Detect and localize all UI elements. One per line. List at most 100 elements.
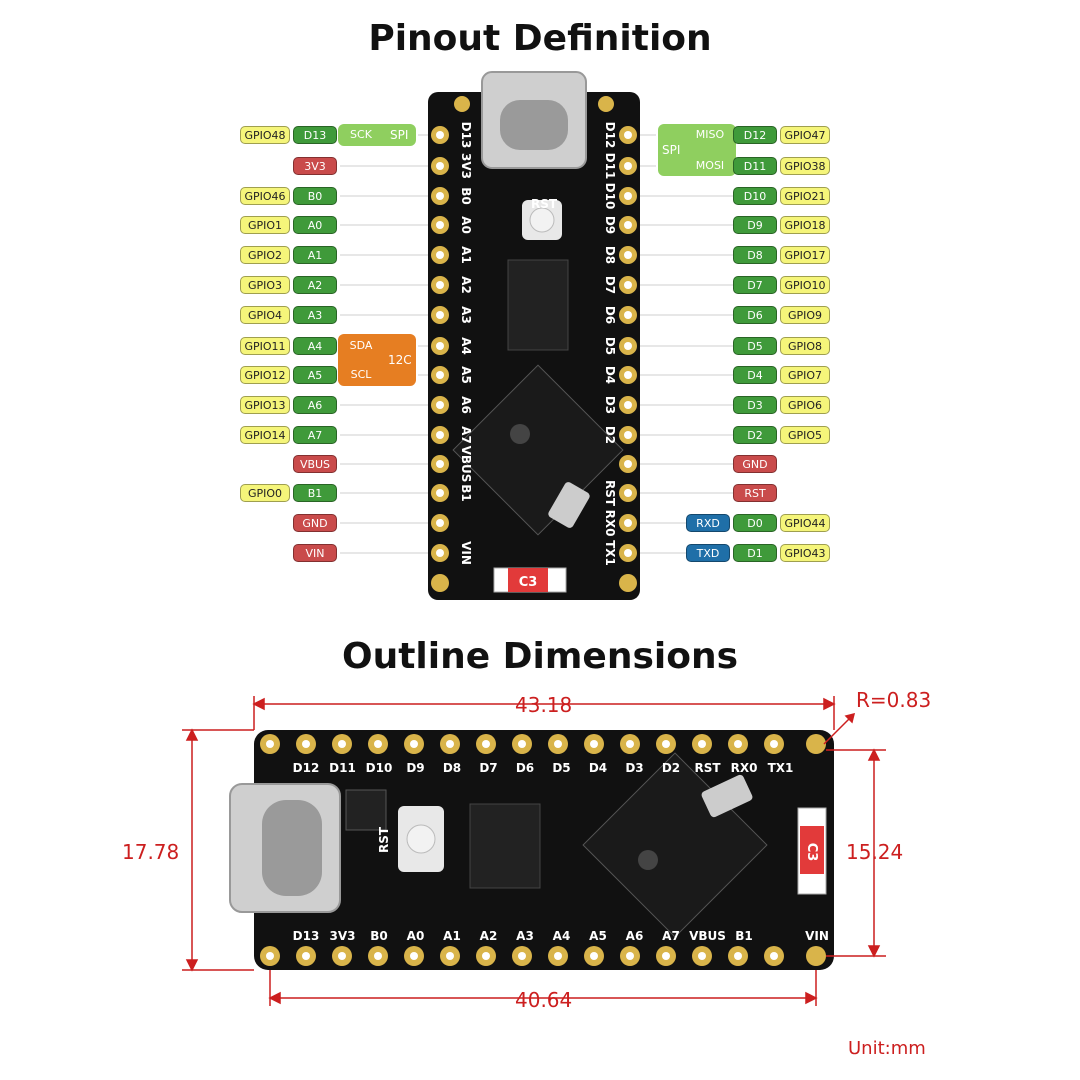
- left-pin-10: A6: [293, 396, 337, 414]
- silk-right-13: RST: [603, 480, 617, 507]
- dimension-top: 43.18: [515, 693, 573, 717]
- left-pin-15: VIN: [293, 544, 337, 562]
- silk-top-5: D8: [443, 761, 461, 775]
- silk-top-14: TX1: [768, 761, 794, 775]
- left-gpio-13: GPIO0: [240, 484, 290, 502]
- silk-top-13: RX0: [731, 761, 758, 775]
- silk-left-12: VBUS: [459, 446, 473, 483]
- right-gpio-4: GPIO18: [780, 216, 830, 234]
- silk-bottom-5: A1: [443, 929, 461, 943]
- silk-bottom-9: A5: [589, 929, 607, 943]
- left-pin-11: A7: [293, 426, 337, 444]
- right-gpio-7: GPIO9: [780, 306, 830, 324]
- silk-bottom-3: B0: [370, 929, 388, 943]
- dimension-lines: [182, 696, 886, 1006]
- right-gpio-10: GPIO6: [780, 396, 830, 414]
- unit-label: Unit:mm: [848, 1038, 926, 1059]
- silk-left-9: A5: [459, 366, 473, 384]
- right-gpio-3: GPIO21: [780, 187, 830, 205]
- right-pin-13: RST: [733, 484, 777, 502]
- rst-silk-vertical: RST: [531, 197, 558, 211]
- silk-top-8: D5: [552, 761, 570, 775]
- right-gpio-1: GPIO47: [780, 126, 830, 144]
- right-pin-6: D7: [733, 276, 777, 294]
- right-fn-1: MISO: [688, 126, 732, 144]
- rst-silk-horizontal: RST: [377, 826, 391, 853]
- dimension-left: 17.78: [122, 840, 180, 864]
- c3-label-horizontal: C3: [804, 843, 819, 862]
- silk-bottom-4: A0: [407, 929, 425, 943]
- dimension-radius: R=0.83: [856, 688, 932, 712]
- right-pin-10: D3: [733, 396, 777, 414]
- silk-top-3: D10: [366, 761, 393, 775]
- board-vertical: C3 RST D133V3B0A0A1A2A3A4A5A6A7VBUSB1VIN…: [428, 71, 640, 600]
- silk-left-10: A6: [459, 396, 473, 414]
- right-gpio-15: GPIO43: [780, 544, 830, 562]
- silk-right-3: D10: [603, 183, 617, 210]
- silk-bottom-13: B1: [735, 929, 753, 943]
- right-gpio-5: GPIO17: [780, 246, 830, 264]
- silk-left-7: A3: [459, 306, 473, 324]
- silk-left-8: A4: [459, 337, 473, 355]
- silk-bottom-6: A2: [480, 929, 498, 943]
- silk-right-14: RX0: [603, 510, 617, 537]
- right-fn-14: RXD: [686, 514, 730, 532]
- silk-left-1: D13: [459, 122, 473, 149]
- silk-bottom-7: A3: [516, 929, 534, 943]
- silk-bottom-10: A6: [626, 929, 644, 943]
- right-pin-14: D0: [733, 514, 777, 532]
- right-gpio-6: GPIO10: [780, 276, 830, 294]
- i2c-group-label: 12C: [388, 353, 412, 367]
- silk-left-2: 3V3: [459, 153, 473, 179]
- left-gpio-6: GPIO3: [240, 276, 290, 294]
- right-pin-4: D9: [733, 216, 777, 234]
- board-vertical-pads: [431, 96, 637, 592]
- right-pin-5: D8: [733, 246, 777, 264]
- left-pin-13: B1: [293, 484, 337, 502]
- silk-bottom-2: 3V3: [330, 929, 356, 943]
- left-gpio-3: GPIO46: [240, 187, 290, 205]
- left-pin-5: A1: [293, 246, 337, 264]
- right-gpio-14: GPIO44: [780, 514, 830, 532]
- silk-right-8: D5: [603, 337, 617, 355]
- silk-bottom-15: VIN: [805, 929, 829, 943]
- silk-top-9: D4: [589, 761, 607, 775]
- outline-title: Outline Dimensions: [341, 636, 739, 677]
- left-pin-12: VBUS: [293, 455, 337, 473]
- silk-top-2: D11: [329, 761, 356, 775]
- left-pin-3: B0: [293, 187, 337, 205]
- silk-top-4: D9: [406, 761, 424, 775]
- silk-right-9: D4: [603, 366, 617, 384]
- c3-chip-vertical: [508, 568, 548, 592]
- silk-left-5: A1: [459, 246, 473, 264]
- left-gpio-8: GPIO11: [240, 337, 290, 355]
- left-pin-2: 3V3: [293, 157, 337, 175]
- right-gpio-9: GPIO7: [780, 366, 830, 384]
- silk-top-11: D2: [662, 761, 680, 775]
- right-gpio-11: GPIO5: [780, 426, 830, 444]
- silk-right-15: TX1: [603, 540, 617, 566]
- left-gpio-7: GPIO4: [240, 306, 290, 324]
- silk-top-6: D7: [479, 761, 497, 775]
- right-pin-9: D4: [733, 366, 777, 384]
- silk-left-13: B1: [459, 484, 473, 502]
- spi-group-right-label: SPI: [662, 143, 681, 157]
- silk-right-10: D3: [603, 396, 617, 414]
- left-gpio-5: GPIO2: [240, 246, 290, 264]
- silk-right-6: D7: [603, 276, 617, 294]
- silk-right-4: D9: [603, 216, 617, 234]
- left-gpio-1: GPIO48: [240, 126, 290, 144]
- right-pin-2: D11: [733, 157, 777, 175]
- silk-right-5: D8: [603, 246, 617, 264]
- left-fn-8: SDA: [339, 337, 383, 355]
- left-fn-1: SCK: [339, 126, 383, 144]
- right-gpio-2: GPIO38: [780, 157, 830, 175]
- c3-chip-horizontal: [800, 826, 824, 874]
- right-fn-2: MOSI: [688, 157, 732, 175]
- left-gpio-11: GPIO14: [240, 426, 290, 444]
- left-gpio-10: GPIO13: [240, 396, 290, 414]
